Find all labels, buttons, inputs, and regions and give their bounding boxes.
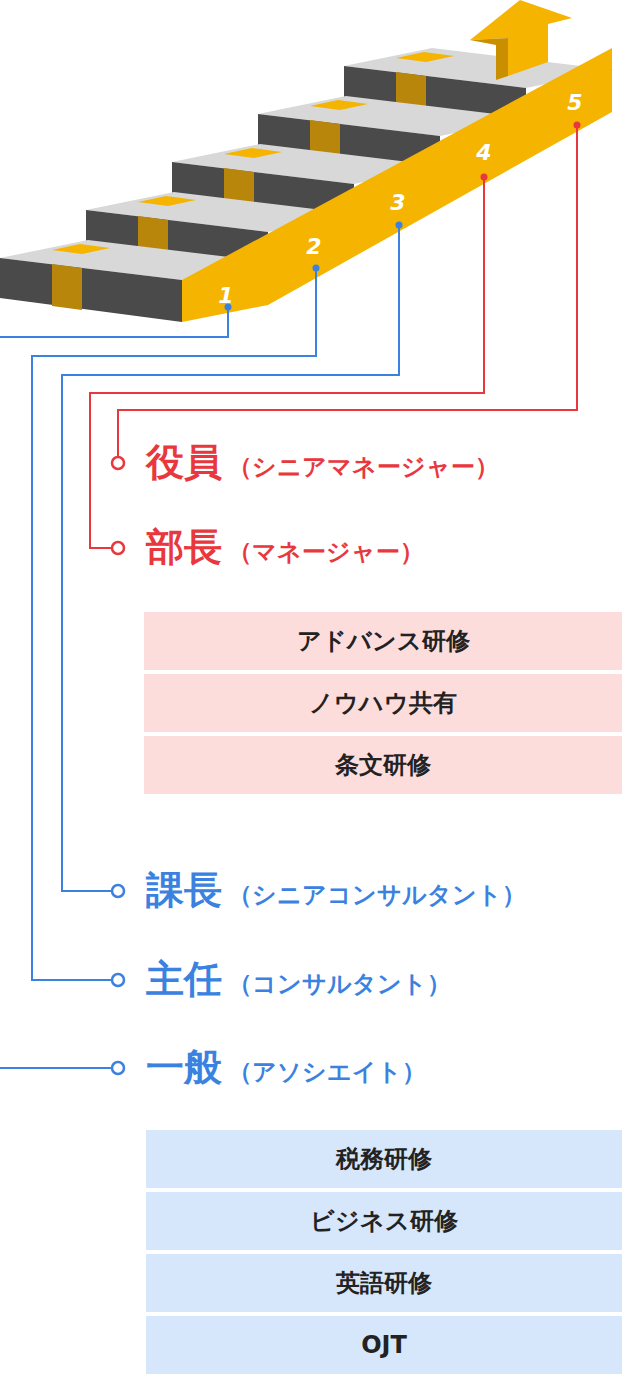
training-box: ビジネス研修 (146, 1192, 622, 1250)
role-subtitle: （マネージャー） (228, 538, 424, 567)
role-title: 一般 (146, 1045, 222, 1091)
step-stripe (396, 52, 454, 62)
role-heading: 課長（シニアコンサルタント） (146, 868, 526, 914)
training-name: アドバンス研修 (297, 625, 470, 657)
leader-dots (112, 122, 581, 1075)
step-number: 3 (390, 192, 405, 214)
role-heading: 一般（アソシエイト） (146, 1045, 426, 1091)
step-stripe (138, 196, 196, 206)
step-riser (0, 258, 182, 322)
step-number: 5 (567, 92, 582, 114)
training-name: 条文研修 (335, 749, 431, 781)
up-arrow-side (470, 38, 508, 80)
training-name: OJT (361, 1331, 407, 1359)
role-subtitle: （アソシエイト） (228, 1058, 426, 1087)
stringer (182, 48, 612, 322)
training-name: 税務研修 (336, 1143, 432, 1175)
role-title: 課長 (146, 868, 222, 914)
step-stripe (52, 264, 82, 310)
training-name: ノウハウ共有 (309, 687, 457, 719)
training-name: 英語研修 (336, 1267, 432, 1299)
step-stripe (224, 148, 282, 158)
training-box: 条文研修 (144, 736, 622, 794)
role-subtitle: （シニアコンサルタント） (228, 881, 526, 910)
step-number: 4 (476, 142, 491, 164)
training-box: 英語研修 (146, 1254, 622, 1312)
step-stripe (310, 100, 368, 110)
role-subtitle: （シニアマネージャー） (228, 453, 499, 482)
leader-lines (0, 125, 577, 1068)
step-number: 2 (306, 236, 321, 258)
role-subtitle: （コンサルタント） (228, 970, 451, 999)
up-arrow (470, 0, 572, 76)
staircase (0, 48, 614, 322)
step-stripe (52, 244, 110, 254)
role-title: 役員 (146, 440, 222, 486)
training-box: 税務研修 (146, 1130, 622, 1188)
role-heading: 部長（マネージャー） (146, 525, 424, 571)
training-box: アドバンス研修 (144, 612, 622, 670)
role-title: 主任 (146, 957, 222, 1003)
step-number: 1 (218, 285, 233, 307)
role-heading: 役員（シニアマネージャー） (146, 440, 499, 486)
training-box: OJT (146, 1316, 622, 1374)
training-box: ノウハウ共有 (144, 674, 622, 732)
role-title: 部長 (146, 525, 222, 571)
role-heading: 主任（コンサルタント） (146, 957, 451, 1003)
training-name: ビジネス研修 (310, 1205, 458, 1237)
